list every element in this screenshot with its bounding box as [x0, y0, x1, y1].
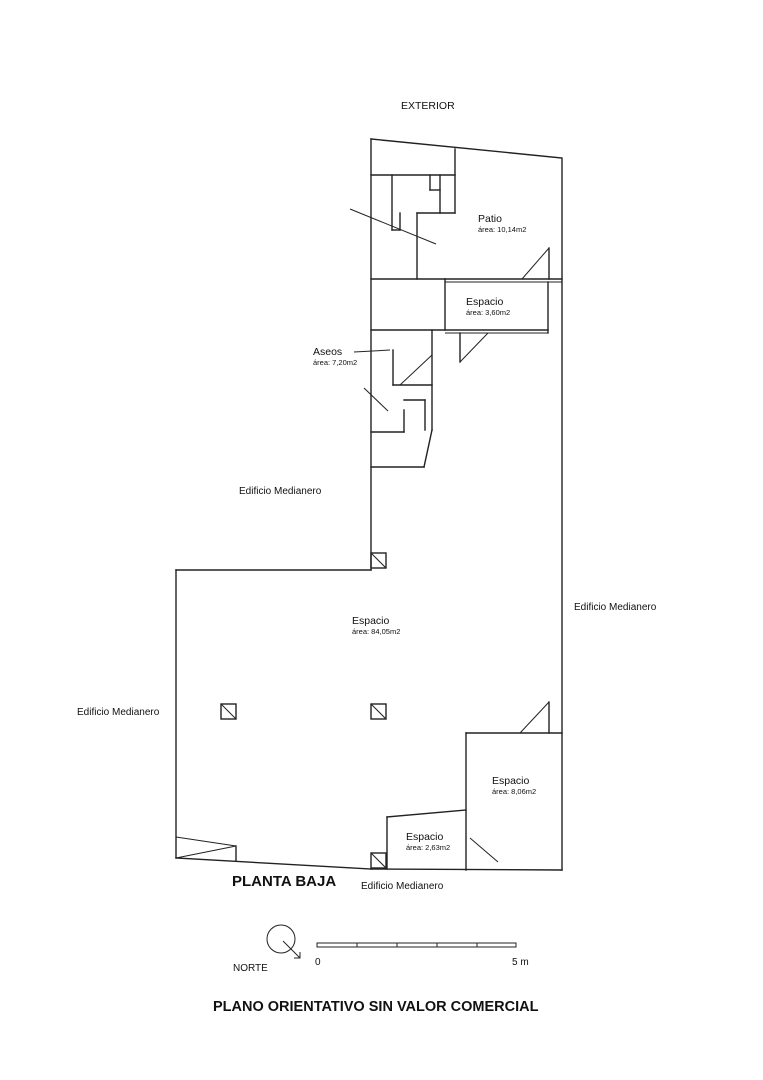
floor-title: PLANTA BAJA [232, 873, 337, 890]
room-espacio-small-top: Espacio área: 3,60m2 [466, 296, 510, 318]
room-aseos: Aseos área: 7,20m2 [313, 346, 357, 368]
entrance-door [175, 836, 237, 862]
room-espacio-main: Espacio área: 84,05m2 [352, 615, 400, 637]
room-aseos-name: Aseos [313, 346, 343, 358]
espacio-small-top-walls [370, 278, 549, 363]
scale-bar [316, 942, 517, 948]
neighbor-building-left-upper: Edificio Medianero [239, 486, 322, 497]
aseos-walls [353, 329, 433, 468]
neighbor-building-bottom: Edificio Medianero [361, 881, 444, 892]
espacio-bottom-walls [386, 809, 467, 870]
room-espacio-main-area: área: 84,05m2 [352, 627, 401, 636]
room-espacio-small-top-name: Espacio [466, 296, 504, 308]
scale-end-label: 5 m [512, 957, 529, 968]
disclaimer: PLANO ORIENTATIVO SIN VALOR COMERCIAL [213, 999, 539, 1015]
patio-walls [349, 148, 563, 283]
neighbor-building-left-lower: Edificio Medianero [77, 707, 160, 718]
north-arrow-icon [266, 924, 301, 959]
room-espacio-right-area: área: 8,06m2 [492, 787, 537, 796]
room-patio-name: Patio [478, 213, 502, 225]
room-patio: Patio área: 10,14m2 [478, 213, 526, 235]
room-espacio-right: Espacio área: 8,06m2 [492, 775, 536, 797]
exterior-label: EXTERIOR [401, 100, 455, 112]
room-espacio-bottom-area: área: 2,63m2 [406, 843, 451, 852]
columns [220, 552, 387, 869]
neighbor-building-right: Edificio Medianero [574, 602, 657, 613]
room-patio-area: área: 10,14m2 [478, 225, 527, 234]
room-espacio-main-name: Espacio [352, 615, 390, 627]
room-espacio-small-top-area: área: 3,60m2 [466, 308, 511, 317]
room-aseos-area: área: 7,20m2 [313, 358, 358, 367]
scale-start-label: 0 [315, 957, 321, 968]
room-espacio-bottom: Espacio área: 2,63m2 [406, 831, 450, 853]
room-espacio-right-name: Espacio [492, 775, 530, 787]
room-espacio-bottom-name: Espacio [406, 831, 444, 843]
espacio-right-walls [465, 701, 563, 871]
outer-walls [175, 138, 563, 871]
north-label: NORTE [233, 963, 268, 974]
